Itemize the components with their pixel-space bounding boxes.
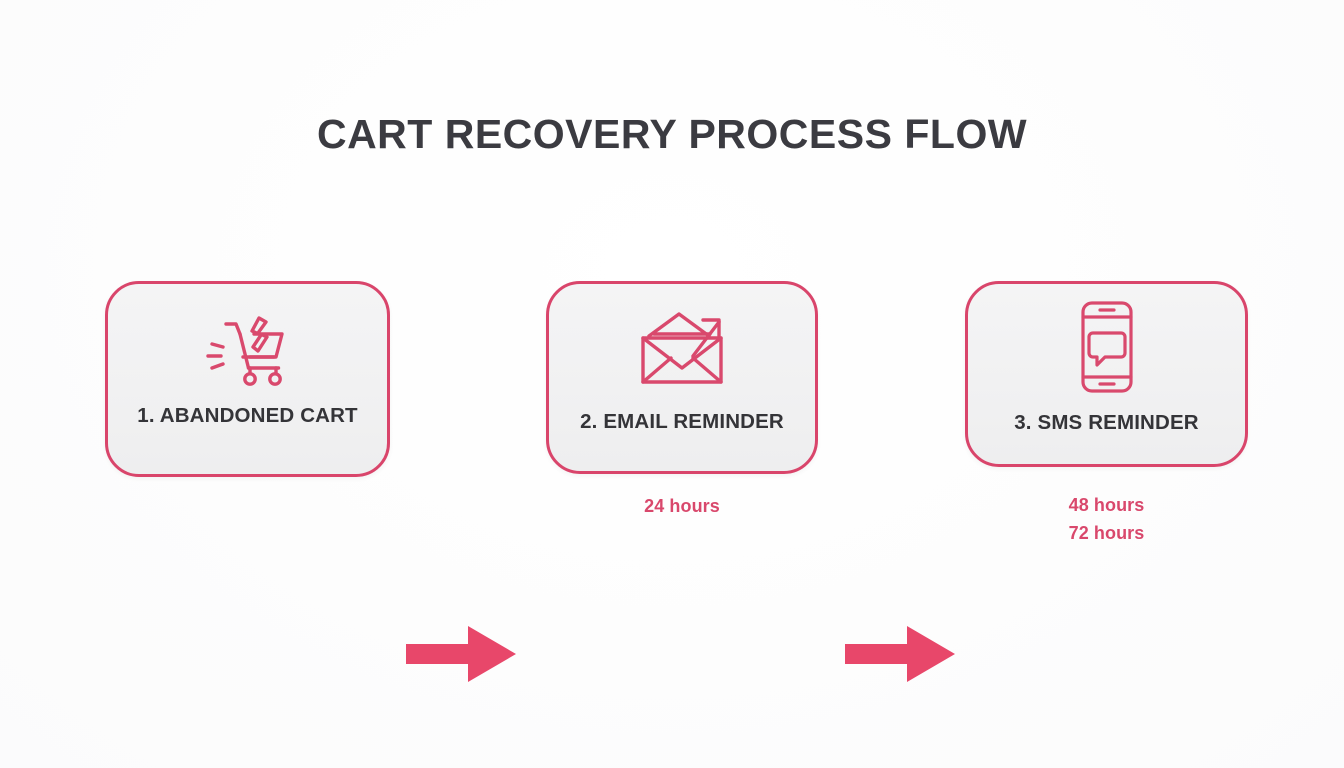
timing-value: 24 hours bbox=[644, 496, 720, 516]
timing-value: 48 hours bbox=[1068, 495, 1145, 515]
flow-step-label: 2. EMAIL REMINDER bbox=[580, 410, 784, 433]
broken-shopping-cart-icon bbox=[202, 310, 294, 388]
flow-step-abandoned-cart[interactable]: 1. ABANDONED CART bbox=[105, 281, 390, 477]
timing-email-reminder: 24 hours bbox=[546, 493, 818, 521]
phone-message-icon bbox=[1076, 301, 1138, 393]
flow-step-label: 3. SMS REMINDER bbox=[1014, 411, 1199, 434]
right-arrow-icon-2 bbox=[845, 626, 955, 687]
page-title: CART RECOVERY PROCESS FLOW bbox=[316, 111, 1028, 157]
right-arrow-icon-1 bbox=[406, 626, 516, 687]
open-envelope-send-icon bbox=[635, 306, 729, 388]
timing-sms-reminder: 48 hours 72 hours bbox=[965, 492, 1248, 548]
process-flow: 1. ABANDONED CART bbox=[0, 281, 1344, 682]
flow-step-sms-reminder[interactable]: 3. SMS REMINDER bbox=[965, 281, 1248, 467]
flow-step-label: 1. ABANDONED CART bbox=[137, 404, 358, 427]
timing-value: 72 hours bbox=[1068, 522, 1145, 543]
flow-step-email-reminder[interactable]: 2. EMAIL REMINDER bbox=[546, 281, 818, 474]
